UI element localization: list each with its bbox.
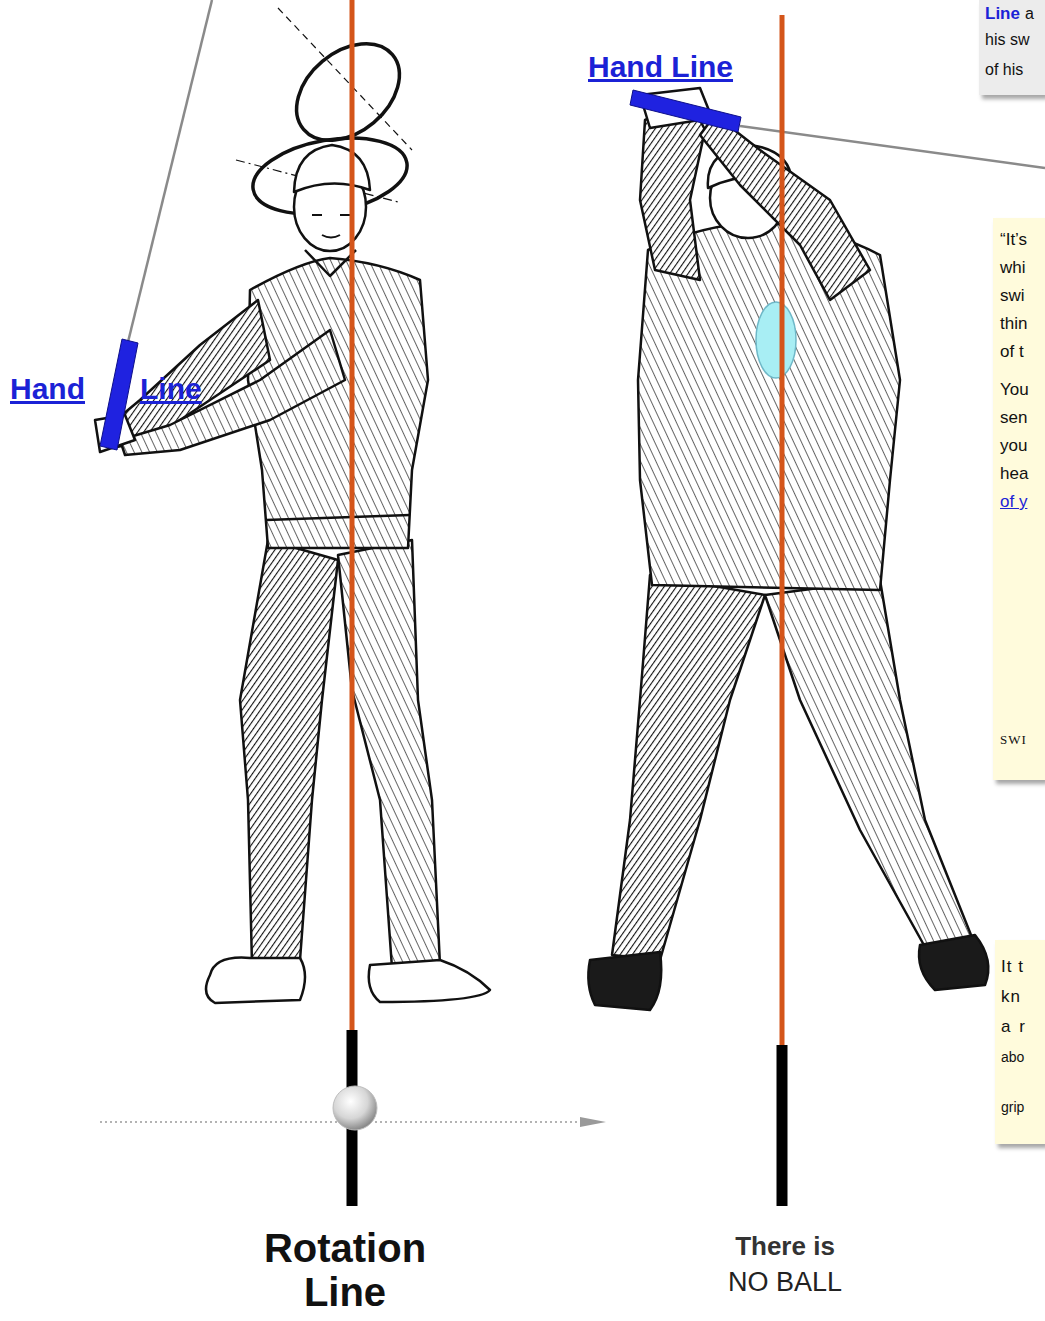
rotation-line: [777, 1045, 788, 1206]
hand-line-label: Hand Line: [588, 50, 733, 84]
note-text: abo: [1001, 1042, 1041, 1072]
note-text: his sw: [985, 25, 1041, 55]
golfer-left: [240, 540, 338, 965]
golfer-left: [294, 145, 370, 192]
hand-line-label: Line: [140, 372, 202, 406]
tip-panel: It tkna rabo grip: [995, 940, 1045, 1144]
note-text: of his: [985, 55, 1041, 85]
golf-ball: [333, 1086, 377, 1130]
note-text: a: [1025, 3, 1034, 25]
quote-panel: “It’swhiswithinof t Yousenyouheaof y SWI: [993, 218, 1045, 780]
rotation-line-label: Rotation Line: [245, 1226, 445, 1314]
note-text: SWI: [1000, 730, 1041, 750]
note-text: grip: [1001, 1092, 1041, 1122]
note-text: sen: [1000, 404, 1041, 432]
golfer-right: [765, 580, 975, 965]
golfer-left: [369, 960, 490, 1002]
note-text: you: [1000, 432, 1041, 460]
rotation-line: [352, 0, 782, 1206]
note-text: It t: [1001, 952, 1041, 982]
golfer-left: [312, 215, 350, 238]
note-text: of y: [1000, 488, 1041, 516]
rotation-line: [350, 0, 355, 1030]
note-text: kn: [1001, 982, 1041, 1012]
note-text: of t: [1000, 338, 1041, 366]
rotation-line: [780, 15, 785, 1045]
golfer-left: [305, 250, 356, 276]
note-text: hea: [1000, 460, 1041, 488]
note-text: Line: [985, 3, 1020, 25]
club-shaft: [128, 0, 212, 342]
hand-line-label: Hand: [10, 372, 85, 406]
note-text: You: [1000, 376, 1041, 404]
sternum-marker: [756, 302, 796, 378]
golfer-right: [919, 935, 988, 990]
golfer-left: [95, 145, 490, 1003]
note-text: swi: [1000, 282, 1041, 310]
no-ball-note: NO BALL: [685, 1266, 885, 1298]
golfer-right: [612, 575, 765, 960]
no-ball-note: There is: [685, 1230, 885, 1262]
note-text: “It’s: [1000, 226, 1041, 254]
hand-line-bar: [630, 90, 741, 132]
hand-line-bar: [100, 90, 741, 450]
ball-path: [580, 1117, 606, 1127]
rotation-ellipses: [278, 8, 412, 150]
hand-line-bar: [100, 339, 138, 450]
golfer-left: [120, 330, 345, 455]
note-panel: Lineahis swof his: [979, 0, 1045, 95]
golfer-left: [206, 958, 305, 1003]
note-text: a r: [1001, 1012, 1041, 1042]
golfer-left: [266, 515, 410, 520]
note-text: whi: [1000, 254, 1041, 282]
golfer-right: [588, 952, 661, 1010]
golfer-right: [700, 115, 870, 300]
golfer-right: [588, 88, 988, 1010]
note-text: thin: [1000, 310, 1041, 338]
